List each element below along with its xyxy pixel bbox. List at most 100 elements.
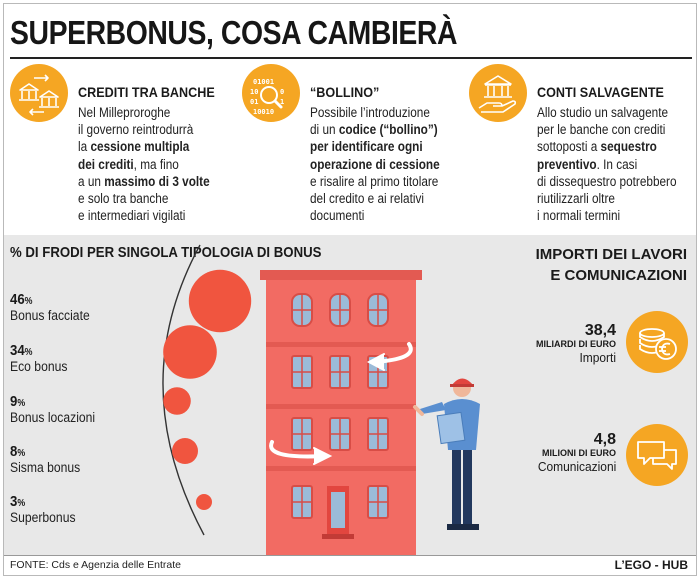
body-line: dei crediti, ma fino [78, 156, 210, 173]
importi-title: IMPORTI DEI LAVORI E COMUNICAZIONI [536, 244, 687, 286]
body-line: del credito e ai relativi [310, 190, 440, 207]
body-line: per identificare ogni [310, 138, 440, 155]
bubble-arc [162, 244, 205, 536]
body-text: i normali termini [537, 208, 621, 224]
column-heading: CONTI SALVAGENTE [537, 84, 664, 100]
importo-value: 4,8 [593, 431, 616, 448]
body-line: riutilizzarli oltre [537, 190, 677, 207]
body-text-bold: preventivo [537, 156, 597, 172]
euro-coins-icon [626, 311, 688, 373]
stat-value: 34 [10, 342, 25, 359]
body-line: e risalire al primo titolare [310, 173, 440, 190]
bubble-sisma-bonus [172, 438, 198, 464]
body-line: la cessione multipla [78, 138, 210, 155]
importo-unit: MILIONI DI EURO [542, 448, 616, 458]
bubble-superbonus [196, 494, 212, 510]
body-text-bold: sequestro [600, 139, 657, 155]
body-text: riutilizzarli oltre [537, 191, 615, 207]
body-text: . In casi [596, 156, 638, 172]
stat-value: 46 [10, 291, 25, 308]
body-text: del credito e ai relativi [310, 191, 424, 207]
column-heading: “BOLLINO” [310, 84, 380, 100]
body-line: per le banche con crediti [537, 121, 677, 138]
stat-item: 34% Eco bonus [10, 342, 74, 374]
svg-text:1: 1 [280, 98, 284, 106]
body-text: e solo tra banche [78, 191, 169, 207]
body-text-bold: cessione multipla [90, 139, 190, 155]
stat-label: Sisma bonus [10, 460, 81, 475]
stat-item: 46% Bonus facciate [10, 291, 99, 323]
svg-text:0: 0 [280, 88, 284, 96]
body-text: sottoposti a [537, 139, 601, 155]
svg-text:01001: 01001 [253, 78, 274, 86]
bubble-bonus-locazioni [163, 387, 191, 415]
svg-text:01: 01 [250, 98, 258, 106]
column-crediti: CREDITI TRA BANCHE Nel Milleproroghe il g… [10, 64, 235, 234]
body-line: Allo studio un salvagente [537, 104, 677, 121]
column-conti: CONTI SALVAGENTE Allo studio un salvagen… [469, 64, 694, 234]
importo-unit: MILIARDI DI EURO [536, 339, 616, 349]
binary-code-magnifier-icon: 01001 10 0 01 1 10010 [242, 64, 300, 122]
frodi-bubble-chart [162, 244, 252, 536]
percent-sign: % [24, 347, 33, 358]
svg-text:10: 10 [250, 88, 258, 96]
stat-value: 3 [10, 493, 18, 510]
body-text: il governo reintrodurrà [78, 122, 194, 138]
column-body: Nel Milleproroghe il governo reintrodurrà… [78, 104, 210, 224]
body-text-bold: operazione di cessione [310, 156, 440, 172]
stat-value: 8 [10, 443, 18, 460]
bank-transfer-icon [10, 64, 68, 122]
body-line: il governo reintrodurrà [78, 121, 210, 138]
body-text-bold: massimo di 3 volte [104, 173, 210, 189]
body-line: a un massimo di 3 volte [78, 173, 210, 190]
body-line: Possibile l’introduzione [310, 104, 440, 121]
importo-item: 4,8 MILIONI DI EURO Comunicazioni [531, 431, 616, 474]
rotate-arrows [269, 342, 413, 465]
brand-logo: L’EGO - HUB [614, 558, 688, 572]
body-line: i normali termini [537, 207, 677, 224]
column-heading: CREDITI TRA BANCHE [78, 84, 215, 100]
body-text: e intermediari vigilati [78, 208, 186, 224]
building-illustration [260, 270, 480, 555]
body-line: documenti [310, 207, 440, 224]
stat-label: Eco bonus [10, 359, 68, 374]
body-text: la [78, 139, 91, 155]
percent-sign: % [17, 448, 26, 459]
body-line: preventivo. In casi [537, 156, 677, 173]
frodi-title: % DI FRODI PER SINGOLA TIPOLOGIA DI BONU… [10, 244, 322, 261]
importo-caption: Comunicazioni [537, 459, 616, 474]
footer-divider [4, 555, 696, 556]
percent-sign: % [17, 498, 26, 509]
stat-label: Bonus locazioni [10, 410, 96, 425]
body-text: documenti [310, 208, 365, 224]
bank-hand-icon [469, 64, 527, 122]
percent-sign: % [24, 296, 33, 307]
body-text: Nel Milleproroghe [78, 105, 171, 120]
body-text: per le banche con crediti [537, 122, 666, 138]
importi-title-line1: IMPORTI DEI LAVORI [535, 246, 687, 263]
infographic: SUPERBONUS, COSA CAMBIERÀ CREDITI TRA BA… [3, 3, 697, 576]
svg-text:10010: 10010 [253, 108, 274, 116]
source-note: FONTE: Cds e Agenzia delle Entrate [10, 559, 181, 571]
body-line: Nel Milleproroghe [78, 104, 210, 121]
importo-caption: Importi [579, 350, 616, 365]
body-line: e solo tra banche [78, 190, 210, 207]
column-bollino: 01001 10 0 01 1 10010 “BOLLINO” Possibile … [242, 64, 467, 234]
body-line: e intermediari vigilati [78, 207, 210, 224]
stat-item: 9% Bonus locazioni [10, 393, 105, 425]
stat-item: 8% Sisma bonus [10, 443, 88, 475]
stat-value: 9 [10, 393, 18, 410]
body-line: sottoposti a sequestro [537, 138, 677, 155]
worker-figure [413, 378, 480, 530]
bubble-bonus-facciate [188, 269, 252, 333]
body-text: Possibile l’introduzione [310, 105, 430, 120]
importi-title-line2: E COMUNICAZIONI [550, 267, 687, 284]
body-line: di dissequestro potrebbero [537, 173, 677, 190]
body-text-bold: codice (“bollino”) [338, 122, 438, 138]
building [260, 270, 422, 555]
body-line: di un codice (“bollino”) [310, 121, 440, 138]
body-text: di dissequestro potrebbero [537, 173, 677, 189]
stat-label: Bonus facciate [10, 308, 90, 323]
